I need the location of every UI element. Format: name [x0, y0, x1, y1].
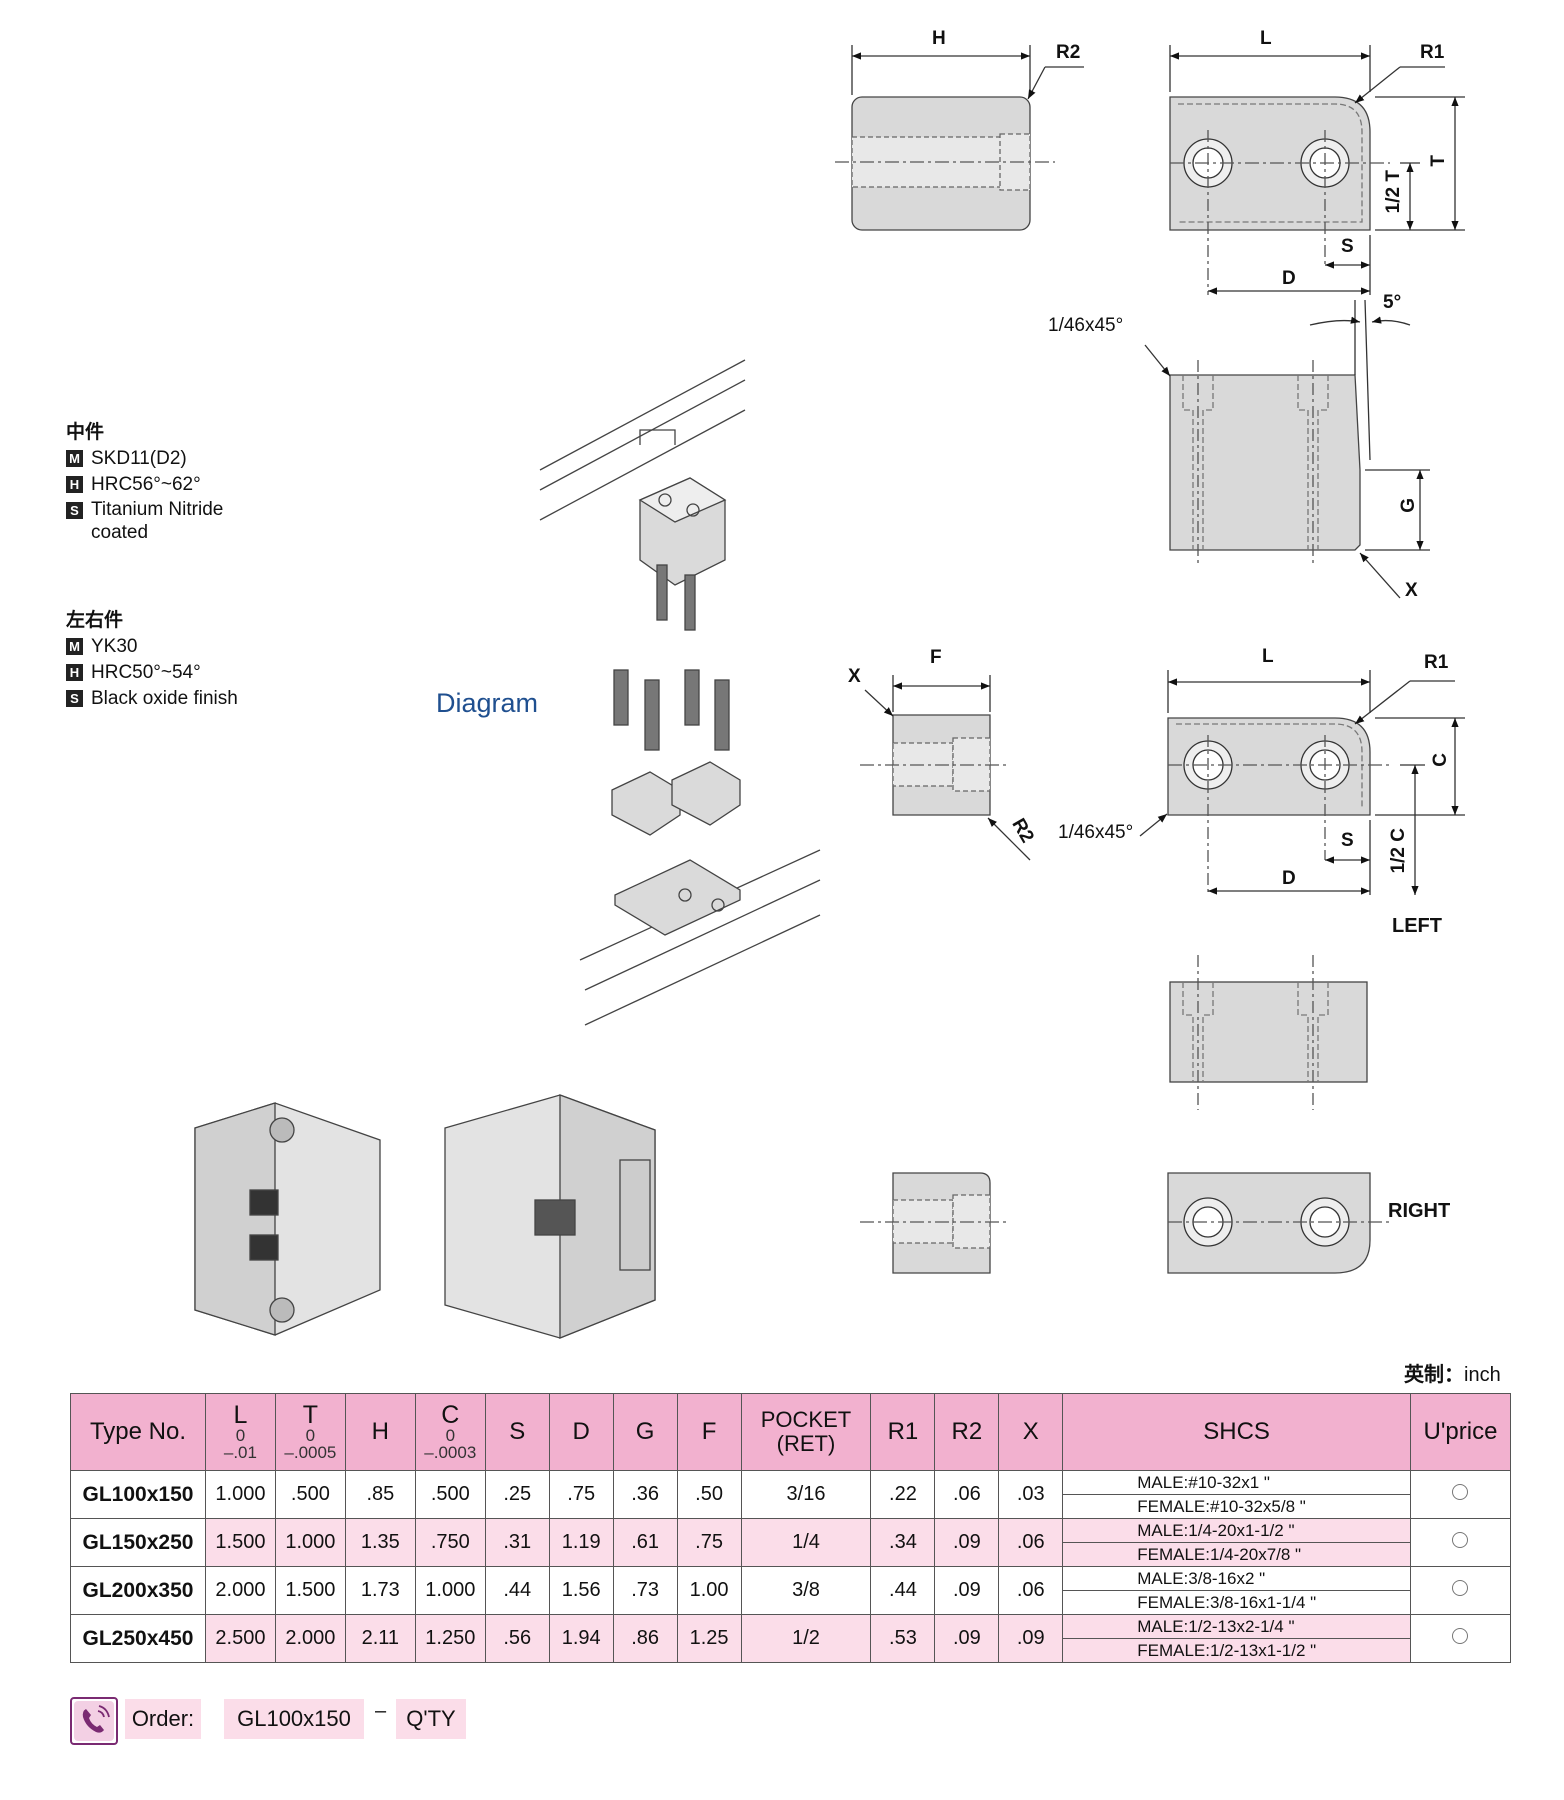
center-part-front-view: [835, 45, 1084, 231]
dim-R2: R2: [1056, 42, 1081, 63]
surface-value: Black oxide finish: [91, 688, 238, 709]
left-part-side-view: [1169, 955, 1368, 1110]
dim-D: D: [1282, 268, 1296, 289]
right-part-top-view: [1167, 1172, 1390, 1274]
dim-L-left: L: [1262, 646, 1274, 667]
unit-label-en: inch: [1464, 1364, 1501, 1386]
price-radio: [1452, 1532, 1469, 1548]
dim-R1-left: R1: [1424, 652, 1449, 673]
table-row: GL150x250 1.500 1.000 1.35 .750 .31 1.19…: [70, 1518, 1512, 1567]
dim-S-left: S: [1341, 830, 1354, 851]
col-D: D: [548, 1393, 614, 1471]
right-label: RIGHT: [1388, 1200, 1451, 1222]
dim-half-C: 1/2 C: [1388, 828, 1409, 874]
left-part-front-view: [860, 675, 1031, 861]
right-part-front-view: [860, 1172, 1010, 1274]
col-X: X: [998, 1393, 1064, 1471]
order-dash: –: [375, 1700, 387, 1722]
left-part-top-view: [1139, 670, 1465, 895]
center-part-top-view: [1169, 45, 1465, 295]
dim-G: G: [1398, 498, 1419, 513]
col-shcs: SHCS: [1062, 1393, 1411, 1471]
order-code[interactable]: GL100x150: [224, 1699, 364, 1739]
dim-S: S: [1341, 236, 1354, 257]
table-row: GL200x350 2.000 1.500 1.73 1.000 .44 1.5…: [70, 1566, 1512, 1615]
dim-angle: 5°: [1383, 292, 1402, 313]
table-row: GL250x450 2.500 2.000 2.11 1.250 .56 1.9…: [70, 1614, 1512, 1663]
col-type: Type No.: [70, 1393, 206, 1471]
hardness-value: HRC50°~54°: [91, 662, 201, 683]
dim-L: L: [1260, 28, 1272, 49]
material-spec-center-part: 中件 M SKD11(D2) H HRC56°~62° S Titanium Nitr…: [66, 420, 261, 544]
exploded-assembly-diagram: [539, 359, 821, 1026]
material-heading: 左右件: [66, 610, 124, 631]
col-pocket: POCKET(RET): [740, 1393, 872, 1471]
dim-T: T: [1428, 155, 1449, 167]
technical-drawings: [194, 45, 1465, 1339]
mold-assembly-images: [194, 1094, 656, 1339]
material-spec-side-parts: 左右件 M YK30 H HRC50°~54° S Black oxide finis…: [66, 608, 238, 712]
left-label: LEFT: [1392, 915, 1442, 937]
col-S: S: [484, 1393, 550, 1471]
dim-C: C: [1430, 753, 1451, 767]
hardness-tag: H: [66, 476, 83, 493]
dim-F: F: [930, 647, 942, 668]
dim-chamfer: 1/46x45°: [1048, 315, 1124, 336]
order-qty[interactable]: Q'TY: [396, 1699, 466, 1739]
price-radio: [1452, 1580, 1469, 1596]
col-F: F: [676, 1393, 742, 1471]
material-value: YK30: [91, 636, 138, 657]
dim-half-T: 1/2 T: [1383, 170, 1404, 214]
material-value: SKD11(D2): [91, 448, 187, 469]
material-heading: 中件: [66, 422, 105, 443]
center-part-side-view: [1144, 299, 1430, 599]
dim-X: X: [1405, 580, 1418, 601]
unit-label: 英制：inch: [1404, 1358, 1501, 1387]
col-H: H: [344, 1393, 416, 1471]
col-R1: R1: [870, 1393, 936, 1471]
dim-R1: R1: [1420, 42, 1445, 63]
table-row: GL100x150 1.000 .500 .85 .500 .25 .75 .3…: [70, 1470, 1512, 1519]
hardness-tag: H: [66, 664, 83, 681]
col-G: G: [612, 1393, 678, 1471]
price-radio: [1452, 1484, 1469, 1500]
phone-order-icon[interactable]: [70, 1697, 118, 1745]
diagram-label: Diagram: [436, 688, 539, 718]
col-R2: R2: [934, 1393, 1000, 1471]
price-radio: [1452, 1628, 1469, 1644]
surface-tag: S: [66, 502, 83, 519]
material-tag: M: [66, 638, 83, 655]
order-label: Order:: [125, 1699, 201, 1739]
hardness-value: HRC56°~62°: [91, 474, 201, 495]
dim-H: H: [932, 28, 946, 49]
dim-chamfer-left: 1/46x45°: [1058, 822, 1134, 843]
material-tag: M: [66, 450, 83, 467]
col-price: U'price: [1409, 1393, 1512, 1471]
surface-tag: S: [66, 690, 83, 707]
dim-X-left: X: [848, 666, 861, 687]
unit-label-cn: 英制：: [1404, 1364, 1464, 1386]
surface-value: Titanium Nitride coated: [91, 499, 224, 543]
dim-D-left: D: [1282, 868, 1296, 889]
